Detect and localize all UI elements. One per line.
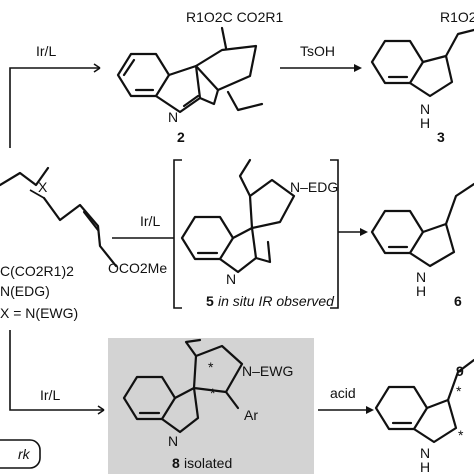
p9-nh-label: N: [420, 445, 430, 461]
middle-reagent-label: Ir/L: [140, 213, 160, 229]
cutoff-label-text: rk: [18, 446, 31, 462]
substrate-x-label: X: [38, 179, 48, 195]
branch-top-arrowhead-2: [93, 67, 101, 73]
arrow-top-acid-head: [354, 64, 362, 72]
i8-stereo-mark-1: *: [208, 359, 214, 375]
substrate-option-3: X = N(EWG): [0, 305, 78, 321]
arrow-bottom-acid-head: [366, 406, 374, 414]
isolated-note: isolated: [184, 455, 232, 471]
p9-pyrrole: [412, 398, 458, 444]
p6-pyrrole: [408, 222, 456, 268]
i8-indolenine: [160, 386, 200, 434]
substrate-double-bond: [82, 210, 100, 232]
left-substrate: X OCO2Me C(CO2R1)2 N(EDG) X = N(EWG): [0, 166, 167, 321]
p2-cn-double: [182, 94, 200, 108]
bottom-reagent-label: Ir/L: [40, 387, 60, 403]
p3-nh-label: N: [420, 101, 430, 117]
i5-cyclopropane: [254, 240, 272, 264]
i8-vinyl: [184, 338, 202, 358]
isolated-highlight-box: [108, 338, 314, 474]
arrow-middle-head: [360, 228, 368, 236]
p2-quat-bond: [220, 26, 228, 50]
p9-h-label: H: [420, 459, 430, 474]
p9-ring-extension: [446, 358, 474, 402]
p2-substituent-label: R1O2C CO2R1: [186, 9, 283, 25]
compound-3-number: 3: [437, 129, 445, 145]
p6-h-label: H: [416, 283, 426, 299]
p2-n-label: N: [168, 109, 178, 125]
branch-top-arrowhead: [93, 63, 101, 69]
compound-6-number: 6: [454, 293, 462, 309]
p6-nh-label: N: [416, 269, 426, 285]
p2-indolenine-ring: [154, 64, 202, 114]
cutoff-label-box: [0, 439, 41, 469]
i5-n-label: N: [226, 271, 236, 287]
product-2-structure: N R1O2C CO2R1 2: [116, 9, 283, 145]
intermediate-5-structure: N N–EDG 5 in situ IR observed: [180, 158, 338, 309]
isolated-8-structure: N N–EWG Ar * * 8 isolated: [122, 338, 293, 471]
p3-ring-extension: [444, 28, 474, 58]
p2-cyclopentane: [194, 44, 258, 92]
compound-2-number: 2: [177, 129, 185, 145]
i8-group-label: N–EWG: [242, 363, 293, 379]
compound-8-number: 8: [172, 455, 180, 471]
bracket-right: [330, 159, 339, 309]
bottom-acid-label: acid: [330, 385, 356, 401]
p2-cyclopropane: [198, 88, 220, 106]
bracket-left: [173, 159, 182, 309]
substrate-carbonate-label: OCO2Me: [108, 260, 167, 276]
i5-group-label: N–EDG: [290, 179, 338, 195]
i5-vinyl: [238, 158, 252, 198]
branch-top: [9, 67, 100, 148]
compound-9-number: 9: [456, 363, 464, 379]
top-acid-label: TsOH: [300, 43, 335, 59]
p3-substituent-label: R1O2: [440, 9, 474, 25]
p2-vinyl: [226, 90, 264, 112]
compound-5-number: 5: [206, 293, 214, 309]
substrate-option-1: C(CO2R1)2: [0, 263, 74, 279]
bracket-right-line: [330, 159, 339, 309]
intermediate-note: in situ IR observed: [218, 293, 335, 309]
p3-h-label: H: [420, 115, 430, 131]
i8-stereo-mark-2: *: [210, 385, 216, 401]
top-reagent-label: Ir/L: [36, 43, 56, 59]
i8-n-label: N: [168, 433, 178, 449]
p9-stereo-mark-2: *: [458, 427, 464, 443]
product-3-structure: N H R1O2 3: [370, 9, 474, 145]
product-6-structure: N H 6: [370, 182, 474, 309]
branch-bottom: [9, 330, 104, 411]
substrate-allyl-chain: [42, 196, 118, 268]
i8-pyrrolidine: [192, 344, 244, 394]
substrate-x-link: [29, 189, 45, 199]
bracket-left-line: [173, 159, 182, 309]
product-9-structure: N H * * 9: [374, 358, 474, 474]
i8-aryl-bond: [224, 390, 240, 410]
p2-benzene-db1: [122, 58, 136, 77]
p6-ring-extension: [444, 182, 474, 226]
i5-pyrrolidine: [248, 178, 296, 230]
substrate-option-2: N(EDG): [0, 283, 50, 299]
p3-pyrrole: [408, 54, 454, 98]
arrow-bottom-tip-2: [97, 409, 105, 415]
p9-stereo-mark-1: *: [456, 383, 462, 399]
i8-aryl-label: Ar: [244, 407, 258, 423]
substrate-chain: [0, 166, 50, 187]
arrow-bottom-tip: [97, 405, 105, 411]
branch-lines: [9, 63, 174, 411]
